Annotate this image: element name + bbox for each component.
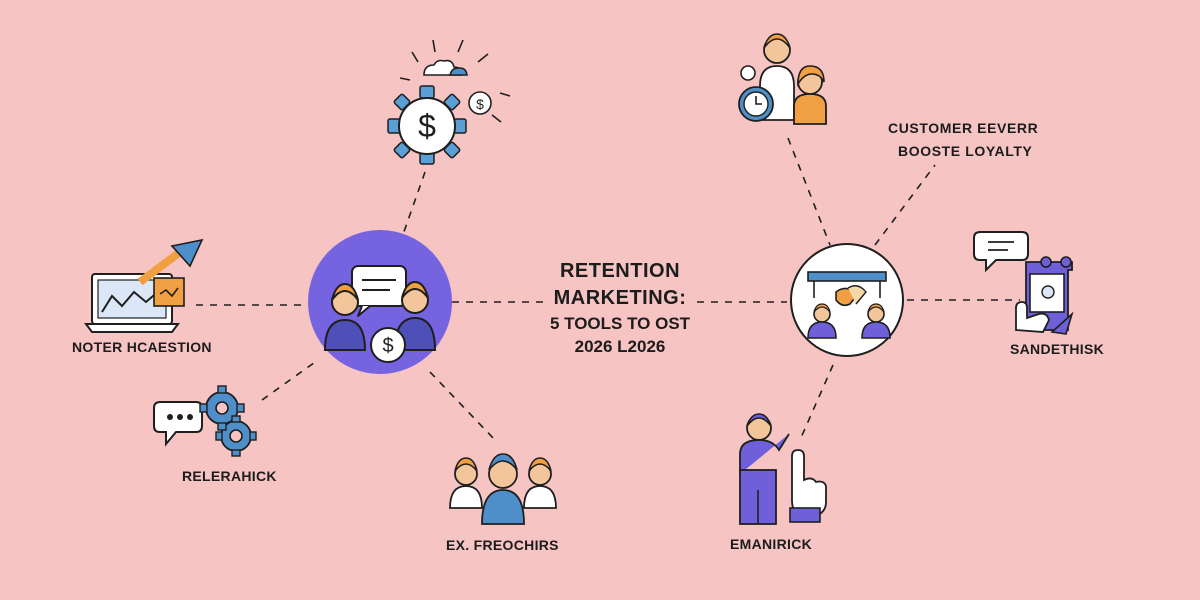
chat-gears-icon <box>153 385 257 457</box>
label-left: NOTER HCAESTION <box>72 339 212 355</box>
connector-top <box>399 171 426 244</box>
connector-top-right-b <box>874 164 936 246</box>
label-bottom-right: EMANIRICK <box>730 536 813 552</box>
label-right: SANDETHISK <box>1010 341 1105 357</box>
people-group-icon <box>449 453 557 525</box>
mobile-chat-icon <box>973 231 1074 335</box>
connector-bottom-center <box>429 371 496 441</box>
customer-time-icon <box>738 33 827 125</box>
person-pointing-icon <box>739 413 827 525</box>
handshake-hub-icon <box>790 243 904 357</box>
title-line-2: MARKETING: <box>553 287 687 309</box>
label-top-right-line-1: CUSTOMER EEVERR <box>888 120 1039 136</box>
label-bottom-left: RELERAHICK <box>182 468 277 484</box>
diagram-title: RETENTION MARKETING: 5 TOOLS TO OST 2026… <box>520 258 720 358</box>
connector-lines <box>196 137 1020 441</box>
title-line-1: RETENTION <box>559 260 681 282</box>
svg-text:$: $ <box>382 335 393 357</box>
label-top-right-line-2: BOOSTE LOYALTY <box>898 143 1033 159</box>
connector-top-right-a <box>787 137 831 246</box>
title-line-3: 5 TOOLS TO OST <box>549 314 691 333</box>
connector-bottom-right <box>799 364 834 441</box>
svg-text:$: $ <box>418 108 436 144</box>
title-line-4: 2026 L2026 <box>574 337 666 356</box>
label-bottom-center: EX. FREOCHIRS <box>446 537 559 553</box>
team-hub-icon: $ <box>308 230 452 374</box>
laptop-analytics-icon <box>84 238 204 333</box>
money-gear-icon: $ $ <box>387 39 511 165</box>
svg-text:$: $ <box>476 96 484 112</box>
connector-bottom-left <box>261 359 319 401</box>
label-top-right: CUSTOMER EEVERR BOOSTE LOYALTY <box>888 117 1038 163</box>
